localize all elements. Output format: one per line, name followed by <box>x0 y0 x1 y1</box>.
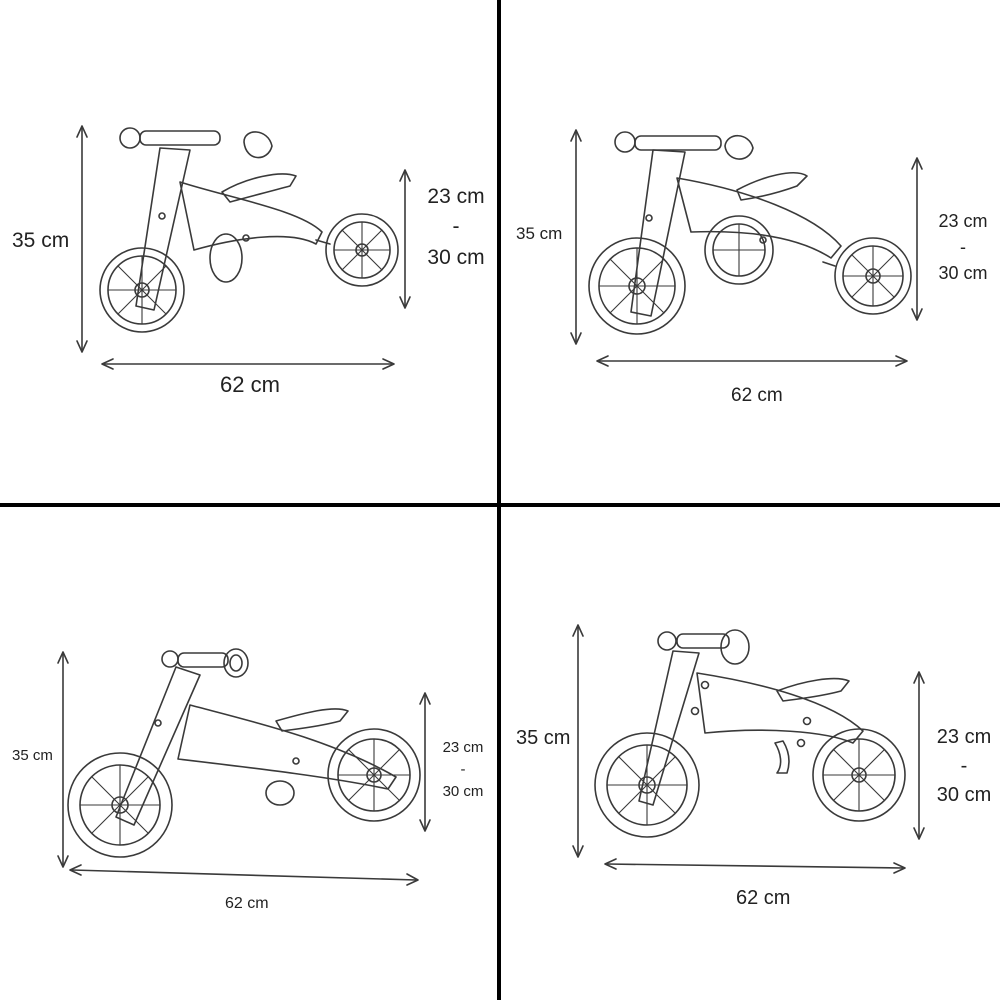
seat-height-min: 23 cm <box>936 726 992 748</box>
vertical-divider <box>497 0 501 1000</box>
seat-height-dash: - <box>960 755 968 777</box>
panel-tricycle-angled: 35 cm 23 cm - 30 cm 62 cm <box>501 0 1000 503</box>
seat-height-max: 30 cm <box>938 263 988 284</box>
seat-height-label: 23 cm - 30 cm <box>931 208 995 286</box>
length-label: 62 cm <box>731 385 783 406</box>
length-arrow <box>596 355 908 367</box>
seat-height-min: 23 cm <box>427 185 485 208</box>
seat-height-label: 23 cm - 30 cm <box>420 182 492 273</box>
seat-height-arrow <box>419 692 431 832</box>
seat-height-label: 23 cm - 30 cm <box>434 737 492 802</box>
length-arrow <box>101 358 395 370</box>
seat-height-dash: - <box>960 237 966 258</box>
length-arrow <box>604 858 906 874</box>
length-label: 62 cm <box>220 372 280 397</box>
height-label: 35 cm <box>516 224 563 243</box>
seat-height-arrow <box>911 157 923 321</box>
seat-height-arrow <box>399 169 411 309</box>
height-arrow <box>76 125 88 353</box>
length-arrow <box>69 864 419 886</box>
seat-height-min: 23 cm <box>938 211 988 231</box>
panel-tricycle-side: 35 cm 23 cm - 30 cm 62 cm <box>0 0 497 503</box>
seat-height-dash: - <box>452 215 460 239</box>
balance-bike-drawing <box>67 648 421 858</box>
horizontal-divider <box>0 503 1000 507</box>
seat-height-label: 23 cm - 30 cm <box>931 723 997 810</box>
seat-height-dash: - <box>460 760 466 778</box>
tricycle-drawing <box>588 131 912 335</box>
seat-height-min: 23 cm <box>442 739 484 756</box>
panel-balance-bike-angled: 35 cm 23 cm - 30 cm 62 cm <box>0 507 497 1000</box>
length-label: 62 cm <box>225 895 269 912</box>
seat-height-max: 30 cm <box>427 245 485 269</box>
height-label: 35 cm <box>516 727 571 749</box>
panel-balance-bike-side: 35 cm 23 cm - 30 cm 62 cm <box>501 507 1000 1000</box>
seat-height-max: 30 cm <box>936 784 992 806</box>
balance-bike-drawing <box>594 629 906 838</box>
length-label: 62 cm <box>736 887 791 909</box>
seat-height-arrow <box>913 671 925 840</box>
height-arrow <box>572 624 584 858</box>
height-arrow <box>570 129 582 345</box>
height-label: 35 cm <box>12 747 53 764</box>
height-arrow <box>57 651 69 868</box>
seat-height-max: 30 cm <box>442 782 484 800</box>
tricycle-drawing <box>99 127 399 333</box>
height-label: 35 cm <box>12 229 70 252</box>
